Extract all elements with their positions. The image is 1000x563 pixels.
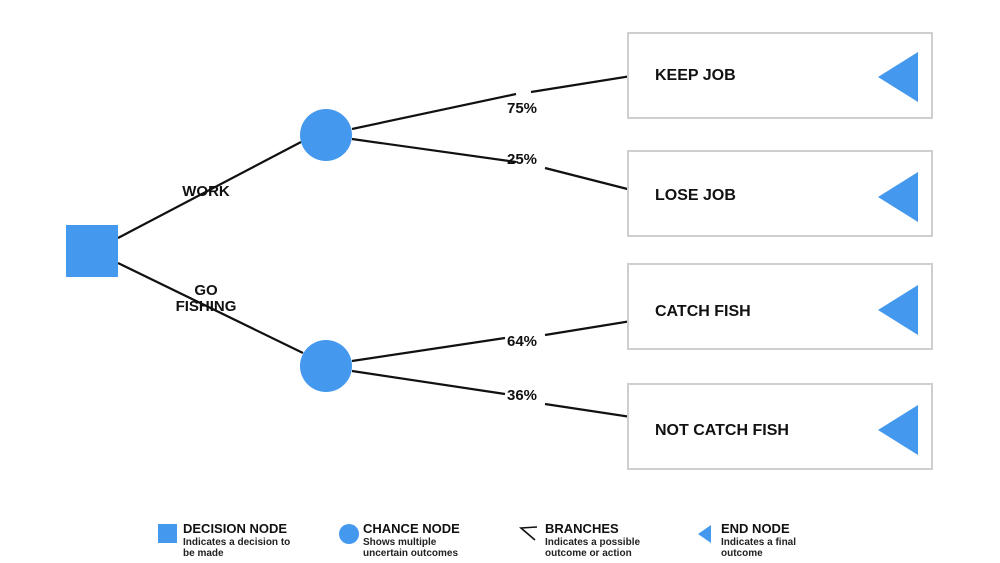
chance-node: [300, 109, 352, 161]
outcome-box: [627, 263, 933, 350]
square-icon: [158, 524, 177, 543]
outcome-label: NOT CATCH FISH: [655, 422, 789, 439]
legend-description: uncertain outcomes: [363, 548, 458, 559]
outcome-box: [627, 383, 933, 470]
legend-description: outcome: [721, 548, 763, 559]
legend-description: be made: [183, 548, 224, 559]
probability-label: 36%: [507, 387, 537, 404]
legend-description: Shows multiple: [363, 537, 437, 548]
legend-description: Indicates a final: [721, 537, 796, 548]
probability-label: 64%: [507, 333, 537, 350]
circle-icon: [339, 524, 359, 544]
branch-line: [351, 137, 517, 164]
legend-title: CHANCE NODE: [363, 521, 460, 536]
legend-title: BRANCHES: [545, 521, 619, 536]
outcome-label: LOSE JOB: [655, 187, 736, 204]
end-node: [878, 285, 918, 335]
branch-line: [117, 262, 304, 354]
branch-line: [117, 141, 302, 239]
end-node: [878, 52, 918, 102]
probability-label: 25%: [507, 151, 537, 168]
legend-description: Indicates a decision to: [183, 537, 290, 548]
legend-description: outcome or action: [545, 548, 632, 559]
probability-label: 75%: [507, 100, 537, 117]
end-node: [878, 405, 918, 455]
outcome-box: [627, 150, 933, 237]
legend-title: END NODE: [721, 521, 790, 536]
decision-node: [66, 225, 118, 277]
branch-line: [351, 92, 517, 131]
legend-title: DECISION NODE: [183, 521, 287, 536]
option-label: WORK: [182, 183, 230, 200]
end-node: [878, 172, 918, 222]
triangle-icon: [698, 525, 711, 543]
outcome-label: CATCH FISH: [655, 303, 751, 320]
option-label: FISHING: [176, 298, 237, 315]
branch-icon: [518, 526, 538, 541]
option-label: GO: [194, 282, 218, 299]
outcome-label: KEEP JOB: [655, 67, 736, 84]
branch-line: [351, 369, 506, 396]
legend-description: Indicates a possible: [545, 537, 640, 548]
chance-node: [300, 340, 352, 392]
branch-line: [351, 336, 506, 363]
